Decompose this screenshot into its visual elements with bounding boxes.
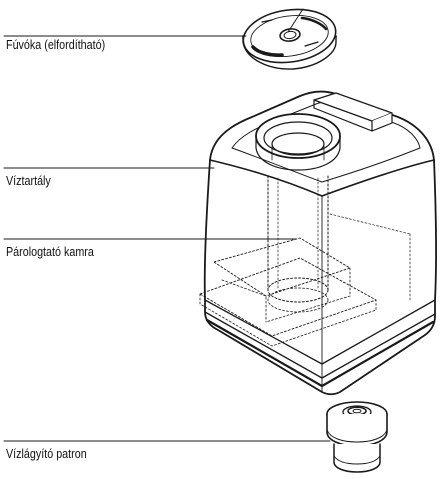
nozzle-part xyxy=(242,8,337,70)
label-evaporating-chamber: Párologtató kamra xyxy=(6,245,94,259)
label-nozzle: Fúvóka (elfordítható) xyxy=(6,38,106,52)
chamber-part xyxy=(199,175,411,347)
label-softener-cartridge: Vízlágyító patron xyxy=(6,447,87,461)
cartridge-part xyxy=(326,401,388,473)
leader-lines xyxy=(3,35,331,442)
label-water-tank: Víztartály xyxy=(6,174,51,188)
tank-body xyxy=(203,90,437,396)
